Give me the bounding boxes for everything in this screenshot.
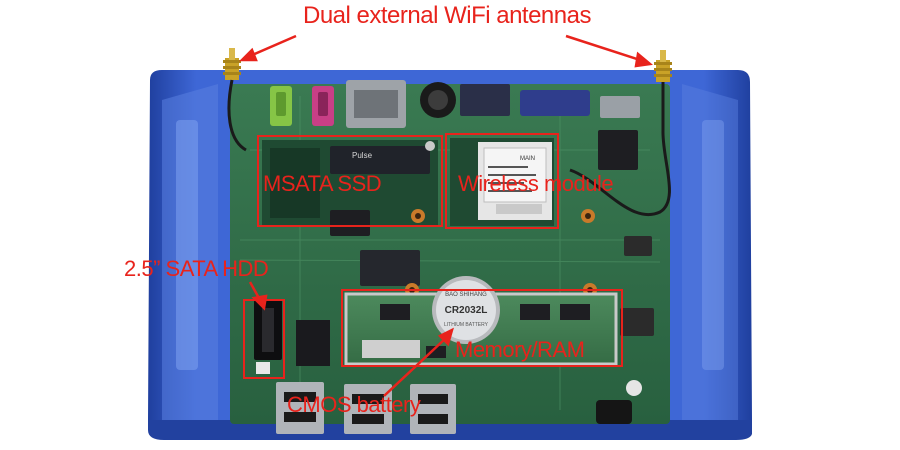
battery-sub-text: LITHIUM BATTERY	[444, 322, 489, 328]
battery-brand-text: BAO SHIHANG	[445, 292, 487, 298]
ram-box	[341, 289, 623, 367]
memory-ram-label: Memory/RAM	[455, 337, 585, 362]
sata-hdd-label: 2.5” SATA HDD	[124, 256, 269, 281]
antennas-label: Dual external WiFi antennas	[303, 2, 591, 29]
wireless-module-label: Wireless module	[458, 171, 614, 196]
usb-ports	[276, 380, 642, 434]
hdd-arrowhead	[251, 294, 268, 311]
antenna-right-arrowhead	[634, 51, 653, 68]
antenna-left-arrow	[249, 34, 297, 58]
pulse-chip-text: Pulse	[352, 151, 373, 160]
msata-box	[257, 135, 443, 227]
wifi-module-main-text: MAIN	[520, 156, 535, 162]
cmos-arrowhead	[437, 327, 454, 347]
antenna-right-arrow	[565, 34, 641, 62]
wifi-antennas	[223, 48, 672, 216]
wireless-box	[445, 133, 559, 229]
motherboard: Pulse MAIN	[230, 80, 670, 434]
annotation-arrows	[238, 34, 653, 397]
msata-label: MSATA SSD	[263, 171, 382, 196]
cmos-arrow	[383, 337, 447, 397]
battery-model-text: CR2032L	[445, 305, 488, 316]
cmos-battery: BAO SHIHANG CR2032L LITHIUM BATTERY	[432, 276, 500, 344]
antenna-left-arrowhead	[238, 47, 258, 62]
cmos-battery-label: CMOS battery	[287, 392, 421, 417]
